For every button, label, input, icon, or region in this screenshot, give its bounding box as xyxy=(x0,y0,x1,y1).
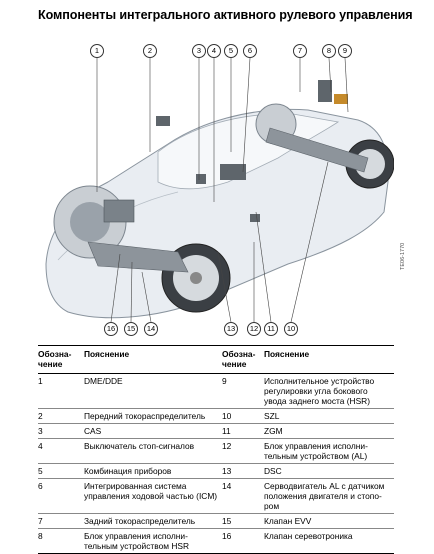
row-desc: CAS xyxy=(84,423,222,439)
row-num: 2 xyxy=(38,408,84,424)
header-desc: Пояснение xyxy=(84,345,222,374)
header-num: Обозна- чение xyxy=(38,345,84,374)
figure-code: TE06-1770 xyxy=(400,242,406,270)
table-row: 5 Комбинация приборов 13 DSC xyxy=(38,463,394,479)
table-row: 4 Выключатель стоп-сигналов 12 Блок упра… xyxy=(38,438,394,464)
row-desc-2: ZGM xyxy=(264,423,394,439)
row-num: 4 xyxy=(38,438,84,464)
car-illustration: 1 2 3 4 5 6 7 8 9 16 15 14 13 12 11 10 xyxy=(38,32,394,344)
row-num-2: 15 xyxy=(222,513,264,529)
row-desc-2: Исполнительное устройство регулировки уг… xyxy=(264,373,394,409)
callout-3: 3 xyxy=(192,44,206,58)
row-num-2: 10 xyxy=(222,408,264,424)
page-title: Компоненты интегрального активного рулев… xyxy=(38,8,413,22)
table-row: 7 Задний токораспределитель 15 Клапан EV… xyxy=(38,513,394,529)
row-desc: DME/DDE xyxy=(84,373,222,409)
callout-7: 7 xyxy=(293,44,307,58)
callout-4: 4 xyxy=(207,44,221,58)
table-row: 2 Передний токораспределитель 10 SZL xyxy=(38,408,394,424)
row-desc: Комбинация приборов xyxy=(84,463,222,479)
header-num-2: Обозна- чение xyxy=(222,345,264,374)
callout-16: 16 xyxy=(104,322,118,336)
legend-table: Обозна- чение Пояснение Обозна- чение По… xyxy=(38,345,394,554)
table-row: 1 DME/DDE 9 Исполнительное устройство ре… xyxy=(38,373,394,409)
row-desc-2: Серводвигатель AL с датчиком положения д… xyxy=(264,478,394,514)
row-num: 8 xyxy=(38,528,84,554)
callout-10: 10 xyxy=(284,322,298,336)
row-num-2: 14 xyxy=(222,478,264,514)
callout-1: 1 xyxy=(90,44,104,58)
row-num: 1 xyxy=(38,373,84,409)
legend-header-row: Обозна- чение Пояснение Обозна- чение По… xyxy=(38,345,394,374)
row-num-2: 12 xyxy=(222,438,264,464)
row-desc-2: SZL xyxy=(264,408,394,424)
car-drawing xyxy=(45,57,394,323)
callout-15: 15 xyxy=(124,322,138,336)
row-desc: Передний токораспределитель xyxy=(84,408,222,424)
row-num: 7 xyxy=(38,513,84,529)
table-row: 6 Интегрированная система управления ход… xyxy=(38,478,394,514)
row-desc: Блок управления исполни-тельным устройст… xyxy=(84,528,222,554)
row-num: 3 xyxy=(38,423,84,439)
row-desc: Задний токораспределитель xyxy=(84,513,222,529)
row-desc-2: Клапан EVV xyxy=(264,513,394,529)
callout-5: 5 xyxy=(224,44,238,58)
row-desc-2: Блок управления исполни-тельным устройст… xyxy=(264,438,394,464)
callout-14: 14 xyxy=(144,322,158,336)
callout-12: 12 xyxy=(247,322,261,336)
row-num-2: 13 xyxy=(222,463,264,479)
table-row: 8 Блок управления исполни-тельным устрой… xyxy=(38,528,394,554)
row-desc: Выключатель стоп-сигналов xyxy=(84,438,222,464)
callout-2: 2 xyxy=(143,44,157,58)
callout-6: 6 xyxy=(243,44,257,58)
header-desc-2: Пояснение xyxy=(264,345,394,374)
callout-11: 11 xyxy=(264,322,278,336)
row-num: 6 xyxy=(38,478,84,514)
row-num: 5 xyxy=(38,463,84,479)
row-num-2: 11 xyxy=(222,423,264,439)
table-row: 3 CAS 11 ZGM xyxy=(38,423,394,439)
row-num-2: 16 xyxy=(222,528,264,554)
row-desc: Интегрированная система управления ходов… xyxy=(84,478,222,514)
row-num-2: 9 xyxy=(222,373,264,409)
callout-8: 8 xyxy=(322,44,336,58)
callout-9: 9 xyxy=(338,44,352,58)
row-desc-2: DSC xyxy=(264,463,394,479)
row-desc-2: Клапан серевотроника xyxy=(264,528,394,554)
callout-13: 13 xyxy=(224,322,238,336)
